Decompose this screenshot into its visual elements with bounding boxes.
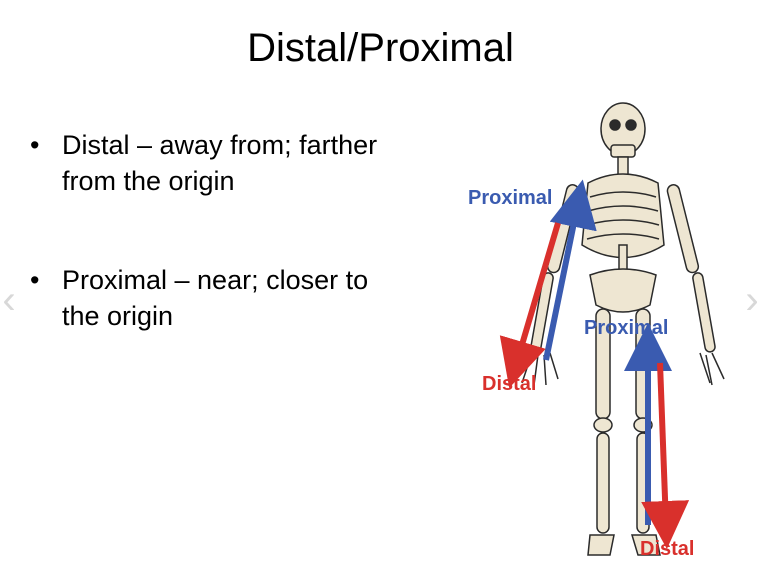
arm-proximal-label: Proximal <box>468 187 553 209</box>
leg-distal-label: Distal <box>640 538 695 560</box>
bullet-marker: • <box>30 130 40 160</box>
skeleton <box>521 102 725 556</box>
bullet-text: Distal – away from; farther from the ori… <box>62 130 378 196</box>
skeleton-figure: Proximal Distal Proximal Distal <box>460 95 760 565</box>
arm-proximal-arrow <box>543 179 597 361</box>
bullet-text: Proximal – near; closer to the origin <box>62 265 369 331</box>
leg-proximal-label: Proximal <box>584 317 669 339</box>
slide-title: Distal/Proximal <box>247 26 514 70</box>
bullet-marker: • <box>30 265 40 295</box>
chevron-left-icon[interactable]: ‹ <box>2 278 16 322</box>
arm-distal-label: Distal <box>482 373 537 395</box>
arm-distal-arrow <box>499 222 561 389</box>
bullet-distal: • Distal – away from; farther from the o… <box>30 127 410 199</box>
skeleton-illustration <box>499 102 725 556</box>
chevron-right-icon[interactable]: › <box>745 278 759 322</box>
bullet-proximal: • Proximal – near; closer to the origin <box>30 262 410 334</box>
leg-distal-arrow <box>641 362 690 549</box>
